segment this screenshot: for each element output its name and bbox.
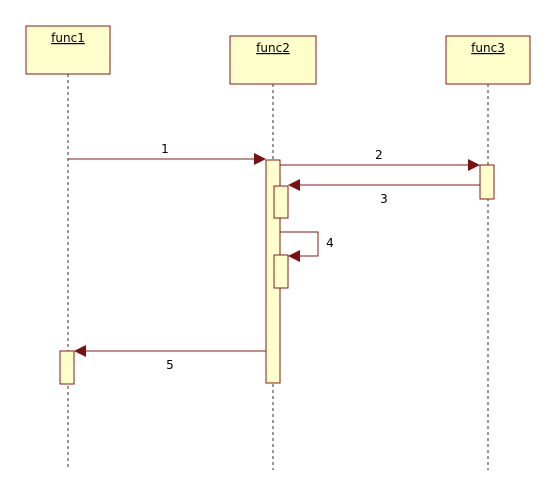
lifeline-box-func1 (25, 25, 111, 75)
lifeline-func2[interactable]: func2 (229, 35, 317, 85)
lifeline-func3[interactable]: func3 (445, 35, 531, 85)
message-2-arrowhead (468, 159, 480, 171)
lifeline-box-func3 (445, 35, 531, 85)
lifeline-box-func2 (229, 35, 317, 85)
lifeline-label-func1: func1 (51, 31, 85, 45)
message-2-label: 2 (375, 148, 383, 162)
message-4-label: 4 (326, 236, 334, 250)
lifeline-label-func2: func2 (256, 41, 290, 55)
message-1[interactable]: 1 (68, 142, 266, 165)
activation-func3 (479, 164, 495, 200)
message-3-label: 3 (380, 192, 388, 206)
message-5-label: 5 (166, 358, 174, 372)
activation-func2-nested-2 (273, 254, 289, 289)
message-4-arrowhead (288, 250, 300, 262)
message-3[interactable]: 3 (288, 179, 480, 206)
message-4[interactable]: 4 (280, 231, 334, 262)
message-1-label: 1 (161, 142, 169, 156)
message-5[interactable]: 5 (74, 345, 266, 372)
message-5-arrowhead (74, 345, 86, 357)
lifeline-label-func3: func3 (471, 41, 505, 55)
activation-func1-return (59, 350, 75, 385)
message-1-arrowhead (254, 153, 266, 165)
message-3-arrowhead (288, 179, 300, 191)
message-2[interactable]: 2 (280, 148, 480, 171)
activation-func2-nested-1 (273, 185, 289, 219)
lifeline-func1[interactable]: func1 (25, 25, 111, 75)
message-4-line (280, 231, 319, 257)
